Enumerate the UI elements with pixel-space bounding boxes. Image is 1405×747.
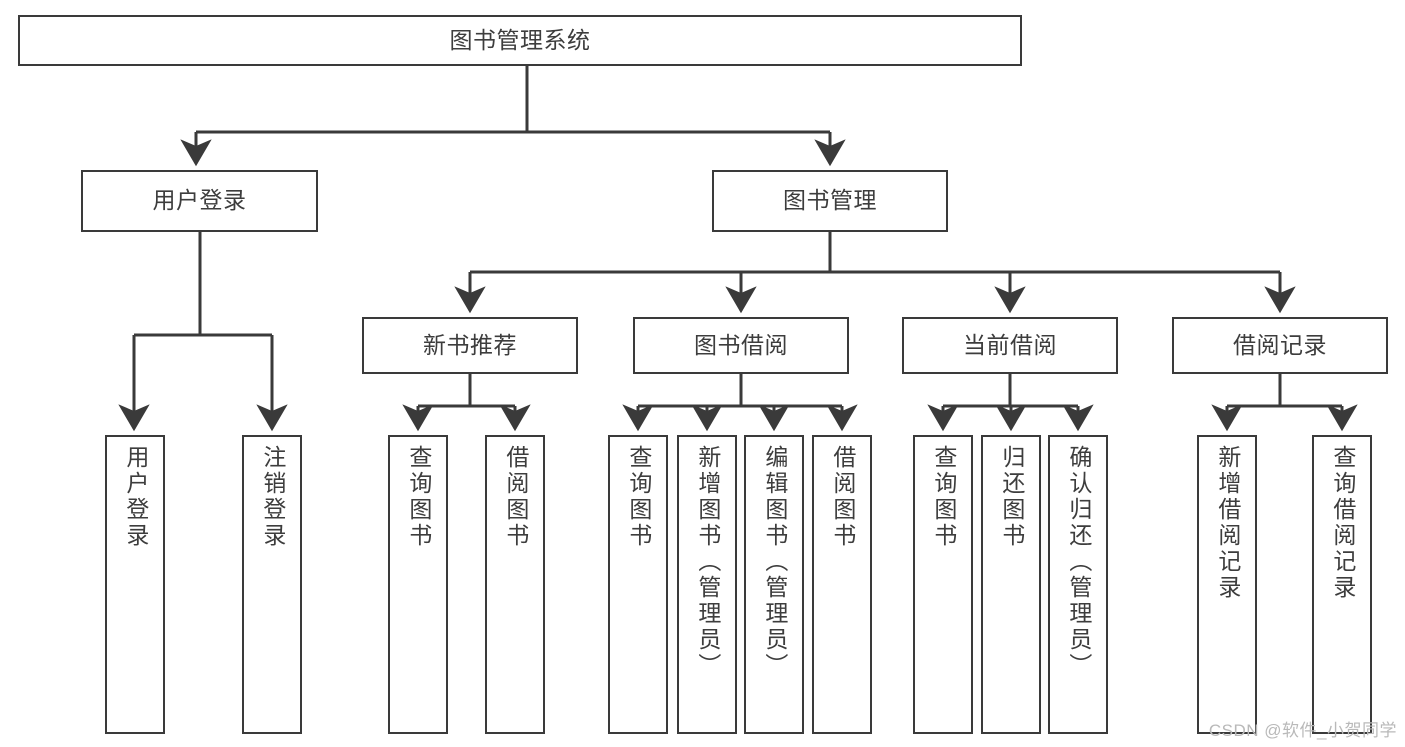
- node-user-login-label: 用户登录: [152, 187, 247, 214]
- node-leaf-query-record[interactable]: 查询借阅记录: [1312, 435, 1372, 734]
- node-leaf-edit-book[interactable]: 编辑图书（管理员）: [744, 435, 804, 734]
- node-root-label: 图书管理系统: [449, 26, 591, 53]
- node-borrow-records-label: 借阅记录: [1233, 331, 1327, 358]
- node-book-borrow[interactable]: 图书借阅: [633, 317, 849, 374]
- node-leaf-query-book-current-label: 查询图书: [930, 445, 957, 549]
- node-leaf-query-book-rec[interactable]: 查询图书: [388, 435, 448, 734]
- node-leaf-add-record[interactable]: 新增借阅记录: [1197, 435, 1257, 734]
- node-leaf-query-book-borrow-label: 查询图书: [625, 445, 652, 549]
- node-book-management[interactable]: 图书管理: [712, 170, 948, 232]
- node-leaf-add-record-label: 新增借阅记录: [1214, 445, 1241, 601]
- node-leaf-add-book-label: 新增图书（管理员）: [694, 445, 721, 679]
- node-book-borrow-label: 图书借阅: [694, 331, 788, 358]
- node-leaf-edit-book-label: 编辑图书（管理员）: [761, 445, 788, 679]
- node-leaf-return-book-label: 归还图书: [998, 445, 1025, 549]
- node-borrow-records[interactable]: 借阅记录: [1172, 317, 1388, 374]
- node-user-login[interactable]: 用户登录: [81, 170, 318, 232]
- node-leaf-borrow-book-rec-label: 借阅图书: [502, 445, 529, 549]
- node-leaf-return-book[interactable]: 归还图书: [981, 435, 1041, 734]
- node-current-borrow-label: 当前借阅: [963, 331, 1057, 358]
- node-root[interactable]: 图书管理系统: [18, 15, 1022, 66]
- node-leaf-confirm-return[interactable]: 确认归还（管理员）: [1048, 435, 1108, 734]
- node-book-management-label: 图书管理: [783, 187, 877, 214]
- node-leaf-add-book[interactable]: 新增图书（管理员）: [677, 435, 737, 734]
- node-leaf-borrow-book-label: 借阅图书: [829, 445, 856, 549]
- node-current-borrow[interactable]: 当前借阅: [902, 317, 1118, 374]
- node-leaf-logout[interactable]: 注销登录: [242, 435, 302, 734]
- node-leaf-borrow-book-rec[interactable]: 借阅图书: [485, 435, 545, 734]
- node-leaf-query-book-borrow[interactable]: 查询图书: [608, 435, 668, 734]
- node-new-book-recommend[interactable]: 新书推荐: [362, 317, 578, 374]
- node-leaf-query-book-current[interactable]: 查询图书: [913, 435, 973, 734]
- node-leaf-borrow-book[interactable]: 借阅图书: [812, 435, 872, 734]
- node-leaf-logout-label: 注销登录: [259, 445, 286, 549]
- node-leaf-confirm-return-label: 确认归还（管理员）: [1065, 445, 1092, 679]
- node-new-book-recommend-label: 新书推荐: [423, 331, 517, 358]
- node-leaf-query-book-rec-label: 查询图书: [405, 445, 432, 549]
- node-leaf-user-login[interactable]: 用户登录: [105, 435, 165, 734]
- node-leaf-query-record-label: 查询借阅记录: [1329, 445, 1356, 601]
- node-leaf-user-login-label: 用户登录: [122, 445, 149, 549]
